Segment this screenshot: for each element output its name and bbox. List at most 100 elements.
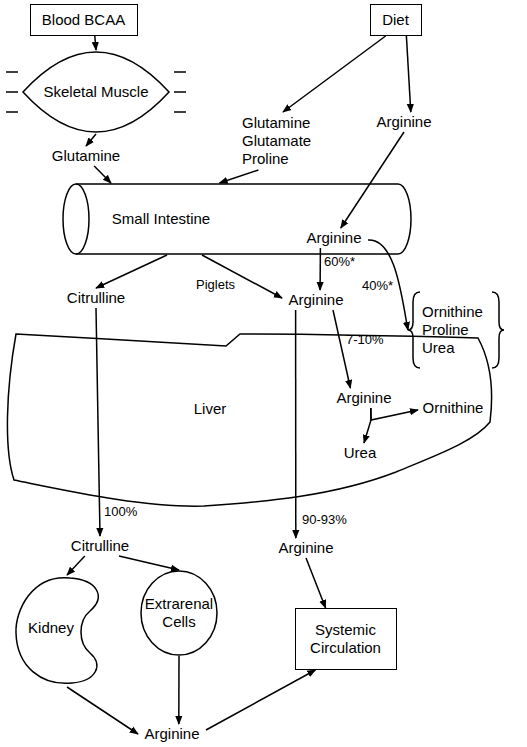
node-label: Ornithine: [423, 399, 484, 417]
node-label: Arginine: [376, 113, 431, 131]
node-label: Arginine: [144, 725, 199, 743]
metabolite-label: Arginine: [272, 538, 340, 558]
text-area: Arginine: [138, 724, 206, 744]
cell-outline: [141, 571, 217, 655]
node-label: Arginine: [306, 229, 361, 247]
product-bracket: Ornithine Proline Urea: [408, 290, 504, 370]
node-label: Small Intestine: [112, 210, 210, 228]
text-area: Citrulline: [58, 288, 134, 308]
metabolite-list: Glutamine Glutamate Proline: [242, 112, 324, 170]
text-area: Arginine: [370, 112, 438, 132]
muscle-outline: [23, 52, 169, 132]
flow-arrow: [178, 656, 180, 724]
circulation-box: Systemic Circulation: [295, 608, 397, 670]
node-label: Glutamine: [52, 147, 120, 165]
flow-arrow: [364, 408, 371, 443]
text-area: Citrulline: [62, 536, 138, 556]
text-area: Ornithine: [418, 398, 488, 418]
tick-mark: [174, 111, 186, 113]
edge-label: 40%*: [362, 278, 393, 294]
source-box: Blood BCAA: [30, 4, 138, 36]
text-area: Kidney: [16, 613, 86, 643]
flow-arrow: [306, 558, 326, 608]
metabolite-label: Glutamine: [45, 146, 127, 166]
edge-label: 90-93%: [302, 512, 347, 528]
flow-arrow: [341, 132, 404, 228]
cell-circle: Extrarenal Cells: [140, 570, 218, 656]
tick-mark: [6, 71, 18, 73]
liver-outline: [7, 334, 491, 506]
cylinder-end: [63, 184, 89, 254]
flow-arrow: [283, 36, 386, 112]
text-area: Glutamine Glutamate Proline: [242, 112, 324, 170]
flow-arrow: [96, 255, 167, 288]
flow-arrow: [319, 248, 321, 290]
node-label: Urea: [344, 444, 377, 462]
text-area: Glutamine: [45, 146, 127, 166]
tick-mark: [174, 71, 186, 73]
flow-arrow: [333, 310, 350, 388]
edge-label: 60%*: [324, 254, 355, 270]
tissue-shape: Skeletal Muscle: [22, 50, 170, 134]
text-area: Arginine: [282, 290, 350, 310]
node-label: Kidney: [28, 619, 74, 637]
metabolite-label: Ornithine: [418, 398, 488, 418]
text-area: Diet: [371, 5, 420, 34]
tick-mark: [6, 111, 18, 113]
node-label: Arginine: [278, 539, 333, 557]
metabolite-label: Arginine: [282, 290, 350, 310]
kidney-outline: [16, 578, 98, 684]
metabolite-label: Arginine: [300, 228, 368, 248]
node-label: Systemic Circulation: [296, 621, 395, 657]
flow-arrow: [67, 556, 85, 575]
tick-mark: [174, 91, 186, 93]
node-label: Ornithine Proline Urea: [422, 303, 490, 357]
node-label: Diet: [382, 11, 409, 29]
source-box: Diet: [370, 4, 422, 36]
node-label: Blood BCAA: [42, 11, 125, 29]
left-brace: [408, 292, 420, 368]
text-area: Liver: [180, 398, 240, 420]
text-area: Blood BCAA: [31, 5, 136, 34]
node-label: Liver: [194, 400, 227, 418]
text-area: Small Intestine: [96, 209, 226, 229]
metabolite-label: Arginine: [330, 388, 398, 408]
flow-arrow: [94, 166, 111, 183]
metabolite-label: Arginine: [370, 112, 438, 132]
cylinder-body: [76, 184, 411, 254]
edge-label: Piglets: [196, 277, 235, 293]
metabolite-label: Arginine: [138, 724, 206, 744]
kidney-shape: Kidney: [12, 575, 112, 687]
right-brace: [492, 292, 504, 368]
edge-label: 100%: [104, 504, 137, 520]
flow-arrow: [295, 310, 297, 538]
flow-arrow: [119, 556, 179, 570]
flow-arrow: [86, 134, 96, 146]
flow-arrow: [406, 36, 410, 112]
flow-arrow: [96, 308, 100, 536]
text-area: Arginine: [330, 388, 398, 408]
text-area: Extrarenal Cells: [140, 570, 218, 656]
metabolite-label: Urea: [340, 443, 380, 463]
text-area: Skeletal Muscle: [22, 50, 170, 134]
text-area: Urea: [340, 443, 380, 463]
flow-arrow: [220, 170, 259, 183]
tick-marks: [6, 72, 186, 112]
metabolite-label: Citrulline: [58, 288, 134, 308]
node-label: Arginine: [336, 389, 391, 407]
flow-arrow: [95, 36, 96, 50]
edge-label: 7-10%: [346, 332, 384, 348]
node-label: Arginine: [288, 291, 343, 309]
flow-arrow: [67, 687, 138, 734]
text-area: Ornithine Proline Urea: [422, 290, 490, 370]
node-label: Extrarenal Cells: [140, 595, 218, 631]
liver-shape: Liver ArginineOrnithineUrea: [4, 330, 492, 508]
node-label: Citrulline: [71, 537, 129, 555]
node-label: Citrulline: [67, 289, 125, 307]
node-outline: [4, 330, 492, 508]
flow-arrow: [371, 408, 418, 420]
text-area: Arginine: [300, 228, 368, 248]
intestine-cylinder: Small IntestineArginine: [62, 183, 412, 255]
